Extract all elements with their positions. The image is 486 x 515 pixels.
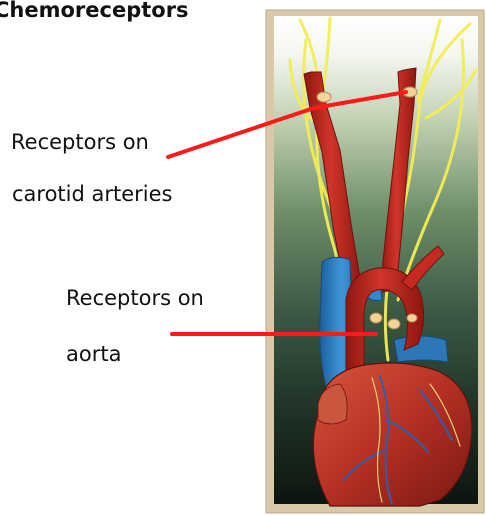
carotid-label-line2: carotid arteries xyxy=(12,182,173,206)
aortic-body-3 xyxy=(407,314,417,322)
carotid-label-line1: Receptors on xyxy=(11,130,149,154)
pulmonary-artery xyxy=(394,336,448,362)
aortic-body-2 xyxy=(388,319,400,329)
aortic-body-1 xyxy=(370,313,382,323)
aorta-label-line1: Receptors on xyxy=(66,286,204,310)
carotid-body-left xyxy=(317,92,331,102)
aorta-label-line2: aorta xyxy=(66,342,121,366)
page-title: Chemoreceptors xyxy=(0,0,189,22)
